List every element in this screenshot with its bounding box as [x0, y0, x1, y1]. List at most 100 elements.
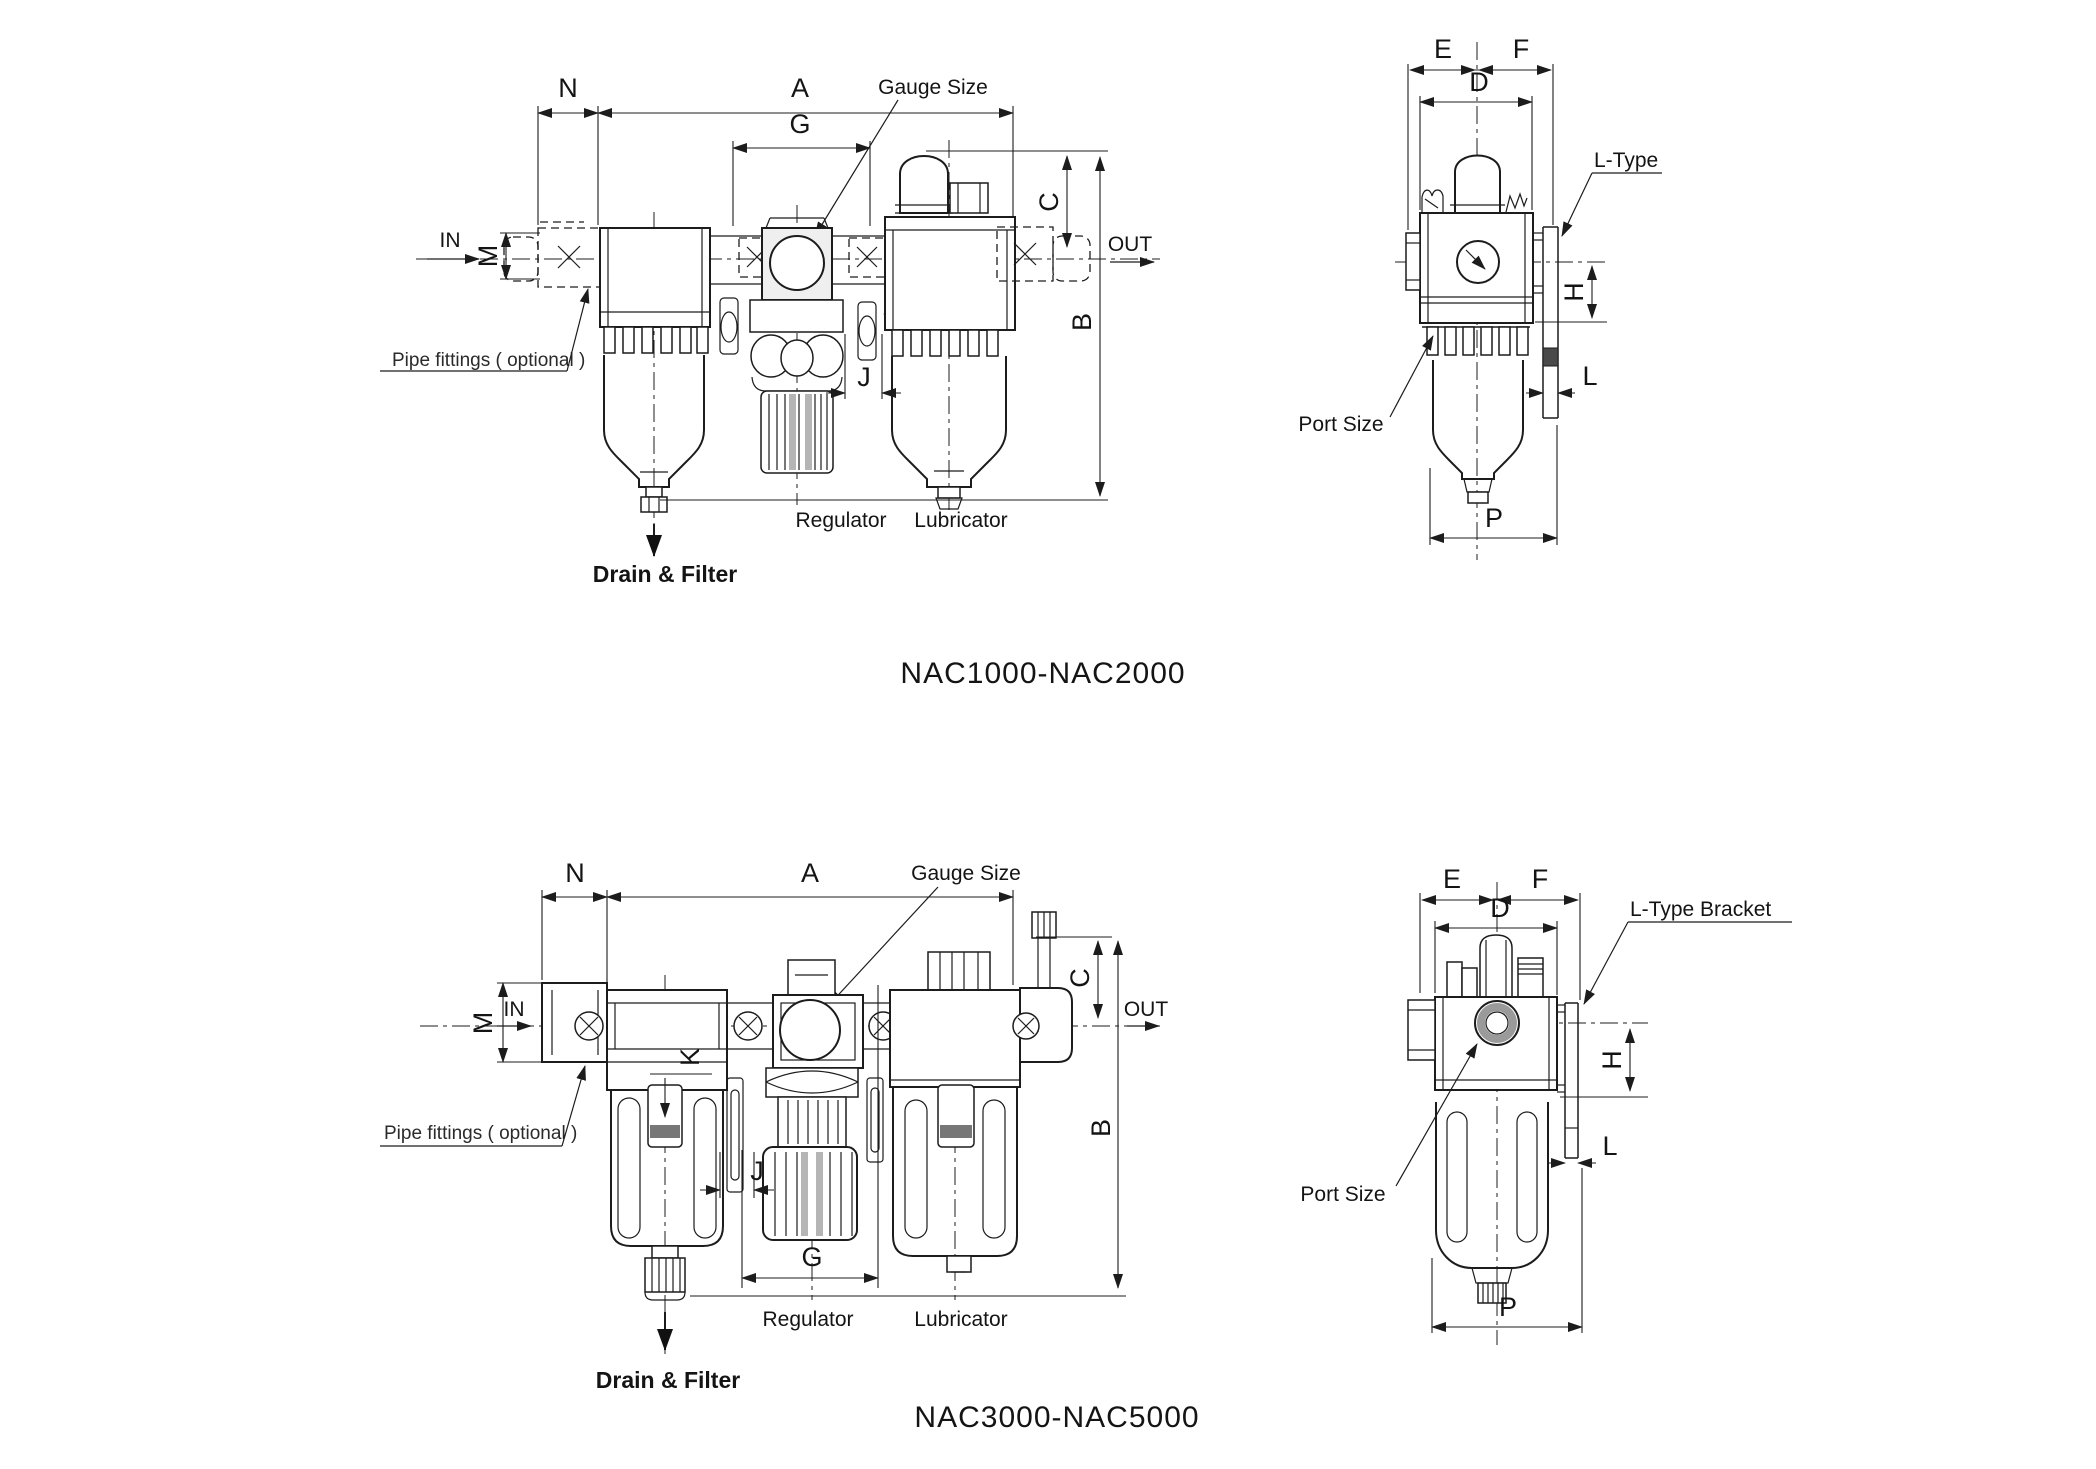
- svg-text:J: J: [750, 1156, 764, 1186]
- svg-text:H: H: [1559, 282, 1589, 302]
- gauge-size-label: Gauge Size: [878, 76, 988, 99]
- svg-text:G: G: [801, 1242, 822, 1272]
- lubricator-label: Lubricator: [914, 509, 1007, 532]
- filter-body-side: [1405, 154, 1534, 504]
- bowl-window: [693, 1097, 717, 1239]
- port-size-label: Port Size: [1298, 413, 1383, 436]
- regulator-top-cap: [787, 959, 836, 996]
- pipe-fittings-leader: [566, 288, 590, 372]
- pipe-bands: [727, 1002, 890, 1050]
- l-bracket: [1557, 1002, 1579, 1159]
- l-type-leader: [1561, 172, 1593, 237]
- dim-e-f: E F: [1419, 864, 1581, 1000]
- regulator-label: Regulator: [762, 1308, 853, 1331]
- dim-n: N: [537, 73, 599, 225]
- figure-nac1000-front-view: IN M N A G Gauge Size: [380, 73, 1185, 690]
- dim-h: H: [1560, 1028, 1648, 1098]
- clamp-left: [726, 1011, 763, 1193]
- dim-c: C: [1034, 155, 1072, 248]
- lubricator-unit: [889, 951, 1021, 1273]
- svg-text:L: L: [1582, 361, 1597, 391]
- svg-text:E: E: [1434, 34, 1452, 64]
- drain-filter-label: Drain & Filter: [593, 561, 737, 587]
- out-label: OUT: [1108, 233, 1153, 256]
- in-label: IN: [504, 998, 525, 1021]
- svg-text:N: N: [565, 858, 585, 888]
- dim-l: L: [1526, 361, 1598, 398]
- svg-text:B: B: [1086, 1119, 1116, 1137]
- port-size-label: Port Size: [1300, 1183, 1385, 1206]
- regulator-label: Regulator: [795, 509, 886, 532]
- dim-c: C: [1065, 940, 1103, 1019]
- filter-body-side: [1407, 934, 1558, 1304]
- svg-text:E: E: [1443, 864, 1461, 894]
- gauge-size-leader: [814, 99, 899, 237]
- bowl-window: [1446, 1111, 1468, 1243]
- out-label: OUT: [1124, 998, 1169, 1021]
- clamp-right: [857, 301, 877, 361]
- figure-nac1000-side-view: E F D: [1298, 34, 1662, 560]
- drain-filter-label: Drain & Filter: [596, 1367, 740, 1393]
- lubricator-label: Lubricator: [914, 1308, 1007, 1331]
- pressure-gauge: [779, 999, 841, 1061]
- bracket-foot: [1542, 347, 1559, 367]
- clamp-left: [719, 297, 739, 355]
- dim-d: D: [1434, 893, 1558, 995]
- port-size-leader: [1395, 1043, 1478, 1187]
- dim-h: H: [1535, 265, 1607, 323]
- svg-text:J: J: [857, 362, 871, 392]
- inlet-pipe-fitting: [503, 221, 601, 288]
- outlet-pipe-fitting: [996, 226, 1091, 282]
- svg-text:A: A: [791, 73, 809, 103]
- svg-text:K: K: [675, 1048, 705, 1066]
- pipe-fittings-label: Pipe fittings ( optional ): [392, 350, 585, 371]
- dim-g: G: [732, 109, 871, 226]
- regulator-unit: [749, 217, 844, 474]
- sight-glass-band: [650, 1125, 680, 1138]
- pipe-bands: [710, 235, 885, 285]
- union-connectors: [738, 237, 887, 278]
- svg-text:L: L: [1602, 1131, 1617, 1161]
- svg-text:M: M: [473, 245, 503, 268]
- sight-glass-band: [940, 1125, 972, 1138]
- fill-plug: [927, 951, 991, 991]
- side-rib-teeth: [1426, 326, 1529, 356]
- svg-text:D: D: [1469, 67, 1489, 97]
- dim-d: D: [1419, 67, 1533, 210]
- drain-knob: [1477, 1282, 1507, 1304]
- dim-k: K: [650, 1048, 712, 1118]
- outlet-block: [1012, 911, 1073, 1063]
- figure1-caption: NAC1000-NAC2000: [900, 657, 1185, 690]
- dim-n: N: [541, 858, 608, 985]
- filter-unit: [599, 227, 711, 513]
- svg-text:D: D: [1490, 893, 1510, 923]
- dim-j: J: [826, 334, 901, 399]
- in-label: IN: [440, 229, 461, 252]
- side-bowl: [1435, 1102, 1549, 1269]
- dim-b: B: [660, 156, 1108, 501]
- bowl-window: [982, 1099, 1006, 1239]
- drain-knob: [644, 1257, 686, 1293]
- regulator-unit: [762, 959, 864, 1241]
- bowl-window: [904, 1099, 928, 1239]
- gauge-size-leader: [828, 886, 939, 1006]
- fill-plug: [949, 182, 989, 214]
- svg-text:N: N: [558, 73, 578, 103]
- svg-text:B: B: [1067, 313, 1097, 331]
- regulator-knob: [760, 390, 834, 474]
- dome-cap: [1454, 154, 1501, 214]
- l-type-bracket-leader: [1583, 921, 1629, 1005]
- dim-p: P: [1429, 425, 1558, 545]
- lubricator-rib-teeth: [891, 329, 999, 357]
- svg-text:P: P: [1499, 1292, 1517, 1322]
- dim-p: P: [1431, 1168, 1583, 1333]
- inlet-pipe-fitting: [541, 982, 608, 1063]
- filter-rib-teeth: [603, 326, 709, 354]
- pressure-gauge: [769, 235, 825, 291]
- svg-text:C: C: [1034, 192, 1064, 212]
- dim-l: L: [1547, 1131, 1618, 1168]
- svg-text:H: H: [1597, 1050, 1627, 1070]
- regulator-knob: [762, 1146, 858, 1241]
